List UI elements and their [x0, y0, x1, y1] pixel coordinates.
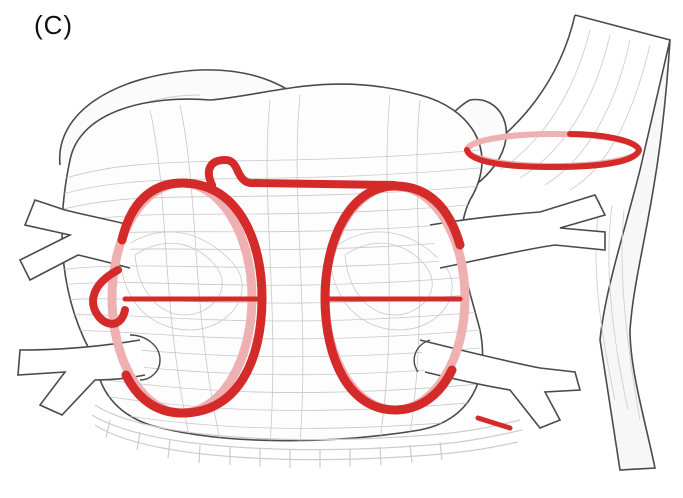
- left-atrium-ablation-diagram: [0, 0, 683, 498]
